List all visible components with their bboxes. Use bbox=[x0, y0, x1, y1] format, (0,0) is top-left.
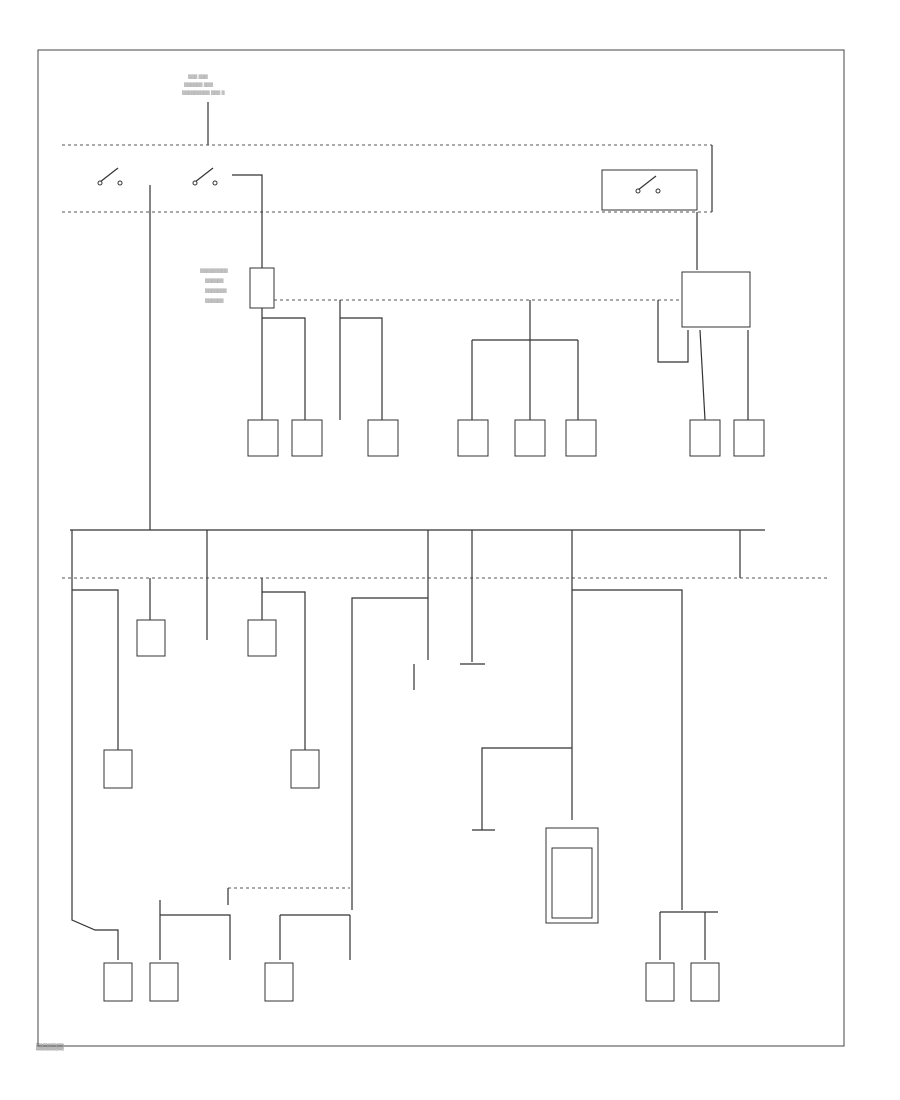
diagram-frame bbox=[37, 49, 845, 1047]
component-3 bbox=[367, 419, 399, 457]
upper-components bbox=[247, 419, 765, 457]
power-feed-top: ▒▒▒ ▒▒▒ ▒▒▒▒▒▒ ▒▒▒ ▒▒▒▒▒▒▒▒▒ ▒▒▒ ▒ bbox=[182, 74, 225, 145]
component-5 bbox=[514, 419, 546, 457]
svg-text:▒▒▒▒▒▒ ▒▒▒: ▒▒▒▒▒▒ ▒▒▒ bbox=[184, 82, 214, 87]
ignition-switch-2 bbox=[192, 167, 263, 212]
component-1 bbox=[247, 419, 279, 457]
upper-fuse-block: ▒▒▒▒▒▒▒▒▒ ▒▒▒▒▒▒ ▒▒▒▒▒▒▒ ▒▒▒▒▒▒ bbox=[200, 267, 751, 328]
pink-right-drop bbox=[699, 329, 706, 421]
ignition-switch-1 bbox=[97, 167, 151, 212]
svg-text:▒▒▒▒▒▒: ▒▒▒▒▒▒ bbox=[205, 298, 224, 303]
pink-branch-2 bbox=[340, 317, 383, 420]
magenta-branch-2 bbox=[262, 317, 306, 420]
svg-text:▒▒▒ ▒▒▒: ▒▒▒ ▒▒▒ bbox=[188, 74, 209, 79]
svg-text:▒▒▒▒▒▒▒▒▒: ▒▒▒▒▒▒▒▒▒ bbox=[200, 268, 229, 273]
svg-text:▒▒▒▒▒▒▒▒▒ ▒▒▒ ▒: ▒▒▒▒▒▒▒▒▒ ▒▒▒ ▒ bbox=[182, 90, 225, 95]
component-8 bbox=[733, 419, 765, 457]
svg-text:▒▒▒▒▒▒: ▒▒▒▒▒▒ bbox=[205, 278, 224, 283]
red-right-branch bbox=[657, 300, 689, 363]
bus-drops bbox=[71, 530, 741, 578]
ground-icon bbox=[413, 663, 495, 831]
component-2 bbox=[291, 419, 323, 457]
svg-text:▒▒▒▒▒▒▒: ▒▒▒▒▒▒▒ bbox=[205, 288, 227, 293]
lower-wiring bbox=[71, 578, 718, 960]
component-6 bbox=[565, 419, 597, 457]
component-4 bbox=[457, 419, 489, 457]
ignition-switch-3 bbox=[601, 169, 698, 211]
footer-mark: ▒▒▒▒▒▒ bbox=[36, 1044, 64, 1051]
component-7 bbox=[689, 419, 721, 457]
lower-components bbox=[103, 619, 720, 1002]
